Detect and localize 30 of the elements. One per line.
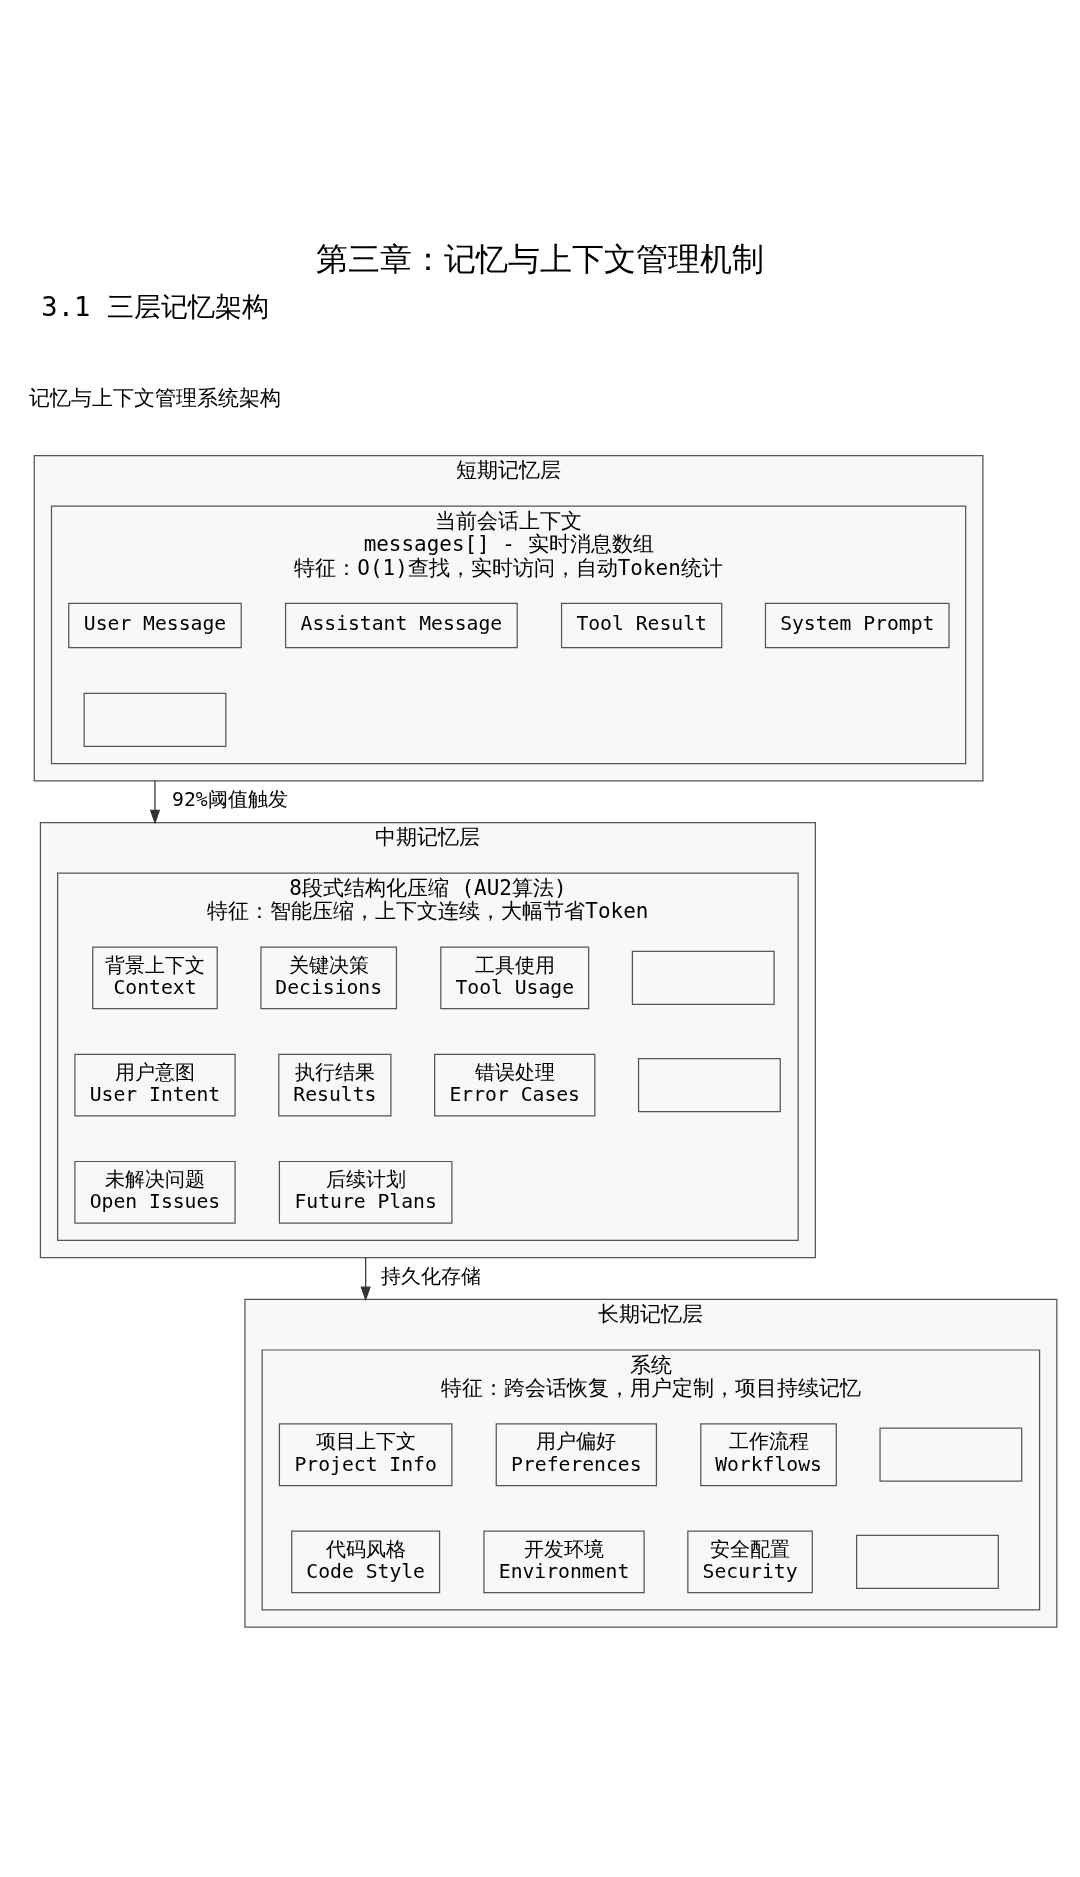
node-box: System Prompt <box>764 602 950 649</box>
node-box <box>637 1058 781 1113</box>
node-box: 背景上下文 Context <box>92 946 218 1010</box>
node-box: 未解决问题 Open Issues <box>74 1160 236 1224</box>
node-box: 错误处理 Error Cases <box>434 1053 596 1117</box>
arrow <box>360 1257 371 1302</box>
node-box <box>631 950 775 1006</box>
node-box: 项目上下文 Project Info <box>278 1423 453 1487</box>
node-box: 用户意图 User Intent <box>74 1053 236 1117</box>
node-box <box>856 1534 999 1590</box>
node-box: 工作流程 Workflows <box>700 1423 837 1487</box>
label: 3.1 三层记忆架构 <box>41 290 269 322</box>
node-box <box>83 692 227 747</box>
node-box: 开发环境 Environment <box>483 1530 645 1594</box>
node-box <box>879 1427 1023 1482</box>
node-box: 执行结果 Results <box>278 1053 392 1117</box>
arrow <box>149 780 161 825</box>
node-box: User Message <box>68 602 242 649</box>
node-box: Assistant Message <box>284 602 518 649</box>
node-box: 工具使用 Tool Usage <box>440 946 590 1010</box>
node-box: Tool Result <box>560 602 723 649</box>
node-box: 用户偏好 Preferences <box>495 1423 658 1487</box>
node-box: 关键决策 Decisions <box>260 946 398 1010</box>
node-box: 后续计划 Future Plans <box>278 1160 453 1224</box>
label: 记忆与上下文管理系统架构 <box>28 386 281 411</box>
edge-label: 92%阈值触发 <box>172 788 288 812</box>
edge-label: 持久化存储 <box>380 1265 481 1289</box>
node-box: 代码风格 Code Style <box>291 1530 441 1594</box>
node-box: 安全配置 Security <box>687 1530 813 1594</box>
diagram-title: 第三章：记忆与上下文管理机制 <box>316 240 764 279</box>
